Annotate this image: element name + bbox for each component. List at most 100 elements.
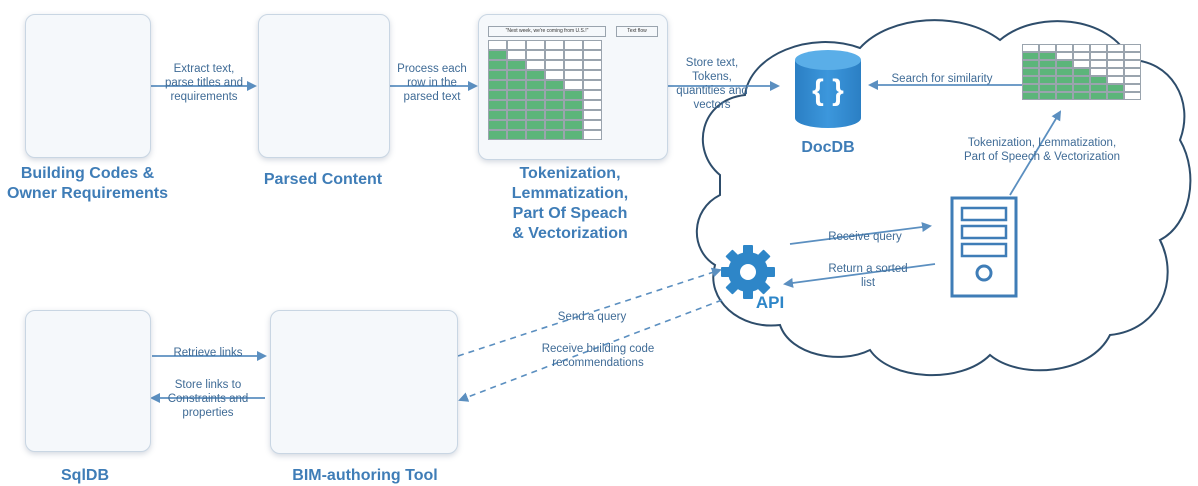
token-cell xyxy=(1073,84,1090,92)
token-cell xyxy=(488,100,507,110)
token-cell xyxy=(1124,92,1141,100)
token-cell xyxy=(1124,52,1141,60)
token-cell xyxy=(507,70,526,80)
token-cell xyxy=(545,40,564,50)
bim-tool-card xyxy=(270,310,458,454)
token-cell xyxy=(583,100,602,110)
token-cell xyxy=(583,80,602,90)
token-cell xyxy=(1090,84,1107,92)
token-cell xyxy=(1124,60,1141,68)
token-cell xyxy=(507,80,526,90)
send-query-label: Send a query xyxy=(557,311,627,323)
store-links-label: Store links to Constraints and propertie… xyxy=(167,379,249,419)
token-cell xyxy=(1073,52,1090,60)
receive-recs-label: Receive building code recommendations xyxy=(541,343,655,369)
arrow-receive-recs xyxy=(458,299,723,402)
token-cell xyxy=(488,130,507,140)
process-label: Process each row in the parsed text xyxy=(397,63,467,103)
token-table-side: Text flow xyxy=(616,26,658,37)
token-cell xyxy=(1107,92,1124,100)
receive-query-label: Receive query xyxy=(828,231,902,243)
token-cell xyxy=(545,90,564,100)
token-cell xyxy=(488,110,507,120)
token-cell xyxy=(1073,92,1090,100)
token-cell xyxy=(545,80,564,90)
token-cell xyxy=(1056,52,1073,60)
token-cell xyxy=(1107,76,1124,84)
token-cell xyxy=(1124,68,1141,76)
token-cell xyxy=(564,120,583,130)
token-cell xyxy=(583,130,602,140)
token-cell xyxy=(1090,44,1107,52)
arrow-receive-query xyxy=(789,222,932,245)
token-cell xyxy=(564,70,583,80)
token-cell xyxy=(545,110,564,120)
docdb-title: DocDB xyxy=(801,139,855,156)
token-cell xyxy=(507,100,526,110)
sqldb-title: SqlDB xyxy=(61,467,109,484)
token-cell xyxy=(1090,52,1107,60)
api-gear-icon xyxy=(721,245,775,299)
token-cell xyxy=(526,60,545,70)
parsed-content-card xyxy=(258,14,390,158)
tokenize2-label: Tokenization, Lemmatization, Part of Spe… xyxy=(964,137,1120,163)
token-cell xyxy=(1056,68,1073,76)
token-cell xyxy=(1022,84,1039,92)
token-cell xyxy=(526,50,545,60)
token-cell xyxy=(526,120,545,130)
token-cell xyxy=(564,110,583,120)
token-cell xyxy=(1056,60,1073,68)
token-cell xyxy=(564,100,583,110)
token-cell xyxy=(1056,84,1073,92)
token-cell xyxy=(1022,52,1039,60)
token-cell xyxy=(1073,60,1090,68)
api-title: API xyxy=(755,293,785,312)
token-cell xyxy=(1039,68,1056,76)
token-cell xyxy=(1039,84,1056,92)
token-cell xyxy=(507,60,526,70)
building-codes-card xyxy=(25,14,151,158)
token-cell xyxy=(507,90,526,100)
arrow-return-sorted xyxy=(783,263,936,288)
token-cell xyxy=(1022,68,1039,76)
token-table-preview: "Next week, we're coming from U.S.!" Tex… xyxy=(484,26,660,152)
token-cell xyxy=(526,90,545,100)
arrow-send-query xyxy=(457,267,722,357)
token-cell xyxy=(545,100,564,110)
cloud-token-table xyxy=(1022,38,1154,108)
token-cell xyxy=(1107,52,1124,60)
token-cell xyxy=(1039,44,1056,52)
token-cell xyxy=(1124,44,1141,52)
token-cell xyxy=(488,80,507,90)
token-cell xyxy=(583,110,602,120)
token-cell xyxy=(1090,60,1107,68)
building-codes-title: Building Codes & Owner Requirements xyxy=(7,165,168,202)
token-cell xyxy=(1124,84,1141,92)
token-cell xyxy=(526,40,545,50)
retrieve-links-label: Retrieve links xyxy=(173,347,243,359)
svg-text:{ }: { } xyxy=(812,74,844,107)
token-cell xyxy=(488,60,507,70)
token-cell xyxy=(1107,68,1124,76)
token-cell xyxy=(507,40,526,50)
token-cell xyxy=(1022,92,1039,100)
token-cell xyxy=(545,60,564,70)
return-sorted-label: Return a sorted list xyxy=(828,263,908,289)
token-cell xyxy=(1022,44,1039,52)
token-cell xyxy=(1039,92,1056,100)
token-cell xyxy=(1022,76,1039,84)
token-cell xyxy=(526,130,545,140)
extract-label: Extract text, parse titles and requireme… xyxy=(165,63,243,103)
token-table-header: "Next week, we're coming from U.S.!" xyxy=(488,26,606,37)
token-cell xyxy=(507,120,526,130)
token-cell xyxy=(526,100,545,110)
token-cell xyxy=(507,130,526,140)
token-cell xyxy=(488,40,507,50)
arrow-tokenize2 xyxy=(1009,110,1062,196)
token-cell xyxy=(488,120,507,130)
bim-tool-title: BIM-authoring Tool xyxy=(292,467,438,484)
token-cell xyxy=(488,70,507,80)
token-cell xyxy=(564,130,583,140)
token-cell xyxy=(1022,60,1039,68)
token-cell xyxy=(1073,44,1090,52)
